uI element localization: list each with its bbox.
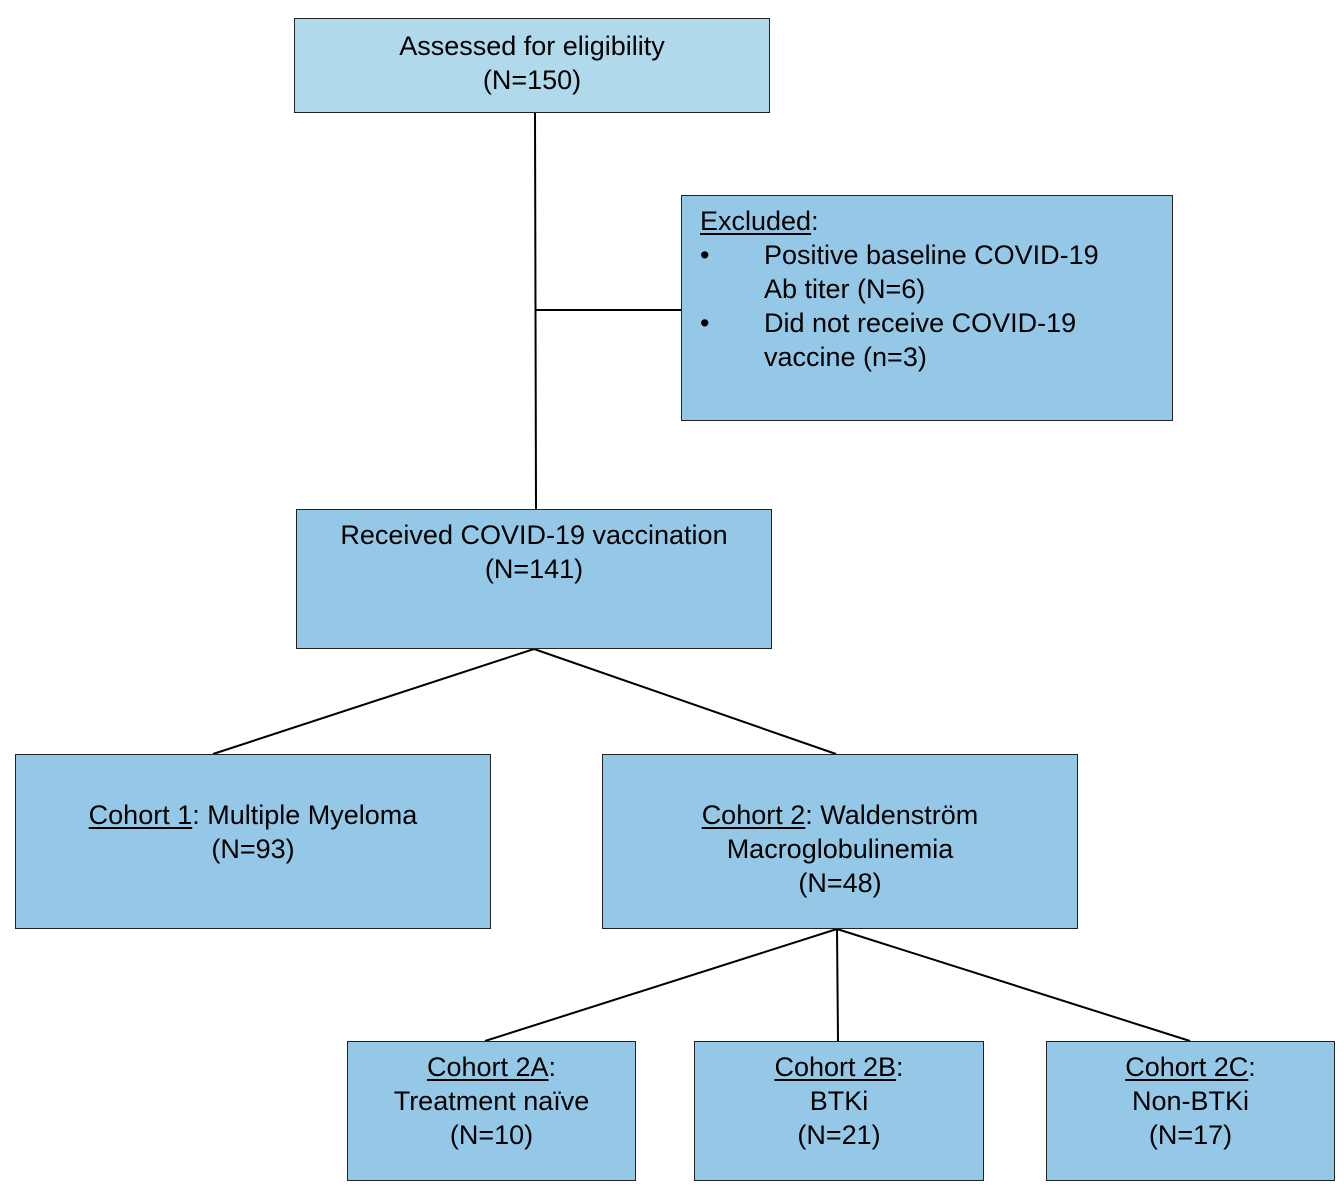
cohort-2a-title-line: Cohort 2A:	[348, 1050, 635, 1084]
received-vaccination-box: Received COVID-19 vaccination (N=141)	[296, 509, 772, 649]
connector-cohort2-to-2b	[836, 928, 839, 1042]
connector-assessed-to-received	[534, 112, 537, 510]
cohort-2b-count: (N=21)	[797, 1120, 881, 1150]
connector-received-to-cohort1	[212, 648, 535, 755]
cohort-2b-desc: BTKi	[809, 1086, 869, 1116]
cohort-1-count: (N=93)	[211, 834, 295, 864]
cohort-2-label: Cohort 2	[701, 800, 806, 830]
cohort-2-box: Cohort 2: Waldenström Macroglobulinemia …	[602, 754, 1078, 929]
connector-cohort2-to-2c	[836, 928, 1191, 1042]
cohort-2b-colon: :	[896, 1052, 904, 1082]
excluded-item-text: Ab titer (N=6)	[764, 274, 926, 304]
bullet-icon: •	[700, 308, 710, 338]
excluded-item-text: Positive baseline COVID-19	[764, 240, 1099, 270]
cohort-1-title-line: Cohort 1: Multiple Myeloma	[16, 798, 490, 832]
cohort-1-label: Cohort 1	[88, 800, 193, 830]
cohort-2-count: (N=48)	[798, 868, 882, 898]
assessed-count: (N=150)	[482, 65, 582, 95]
excluded-box: Excluded: • Positive baseline COVID-19 A…	[681, 195, 1173, 421]
cohort-2-name: : Waldenström	[805, 800, 979, 830]
cohort-2c-colon: :	[1248, 1052, 1256, 1082]
bullet-icon: •	[700, 240, 710, 270]
cohort-2c-label: Cohort 2C	[1125, 1052, 1249, 1082]
received-count: (N=141)	[484, 554, 584, 584]
excluded-item: • Did not receive COVID-19 vaccine (n=3)	[700, 306, 1162, 374]
cohort-1-box: Cohort 1: Multiple Myeloma (N=93)	[15, 754, 491, 929]
cohort-2c-title-line: Cohort 2C:	[1047, 1050, 1334, 1084]
excluded-item-text: vaccine (n=3)	[764, 342, 927, 372]
excluded-heading-colon: :	[811, 206, 819, 236]
cohort-2a-desc: Treatment naïve	[393, 1086, 590, 1116]
assessed-for-eligibility-box: Assessed for eligibility (N=150)	[294, 18, 770, 113]
connector-cohort2-to-2a	[484, 928, 838, 1042]
excluded-item-text: Did not receive COVID-19	[764, 308, 1077, 338]
assessed-title: Assessed for eligibility	[399, 31, 665, 61]
cohort-2b-title-line: Cohort 2B:	[695, 1050, 983, 1084]
cohort-2b-box: Cohort 2B: BTKi (N=21)	[694, 1041, 984, 1181]
excluded-heading-line: Excluded:	[700, 204, 1162, 238]
cohort-2-name-line2: Macroglobulinemia	[726, 834, 954, 864]
connector-received-to-cohort2	[533, 648, 837, 755]
cohort-2c-box: Cohort 2C: Non-BTKi (N=17)	[1046, 1041, 1335, 1181]
excluded-item: • Positive baseline COVID-19 Ab titer (N…	[700, 238, 1162, 306]
excluded-heading: Excluded	[700, 206, 812, 236]
cohort-2-title-line: Cohort 2: Waldenström	[603, 798, 1077, 832]
cohort-2c-desc: Non-BTKi	[1131, 1086, 1250, 1116]
cohort-2a-box: Cohort 2A: Treatment naïve (N=10)	[347, 1041, 636, 1181]
cohort-2a-colon: :	[548, 1052, 557, 1082]
cohort-2a-count: (N=10)	[449, 1120, 534, 1150]
cohort-2c-count: (N=17)	[1148, 1120, 1233, 1150]
received-title: Received COVID-19 vaccination	[340, 520, 728, 550]
cohort-2b-label: Cohort 2B	[774, 1052, 897, 1082]
cohort-2a-label: Cohort 2A	[426, 1052, 549, 1082]
cohort-1-name: : Multiple Myeloma	[192, 800, 418, 830]
